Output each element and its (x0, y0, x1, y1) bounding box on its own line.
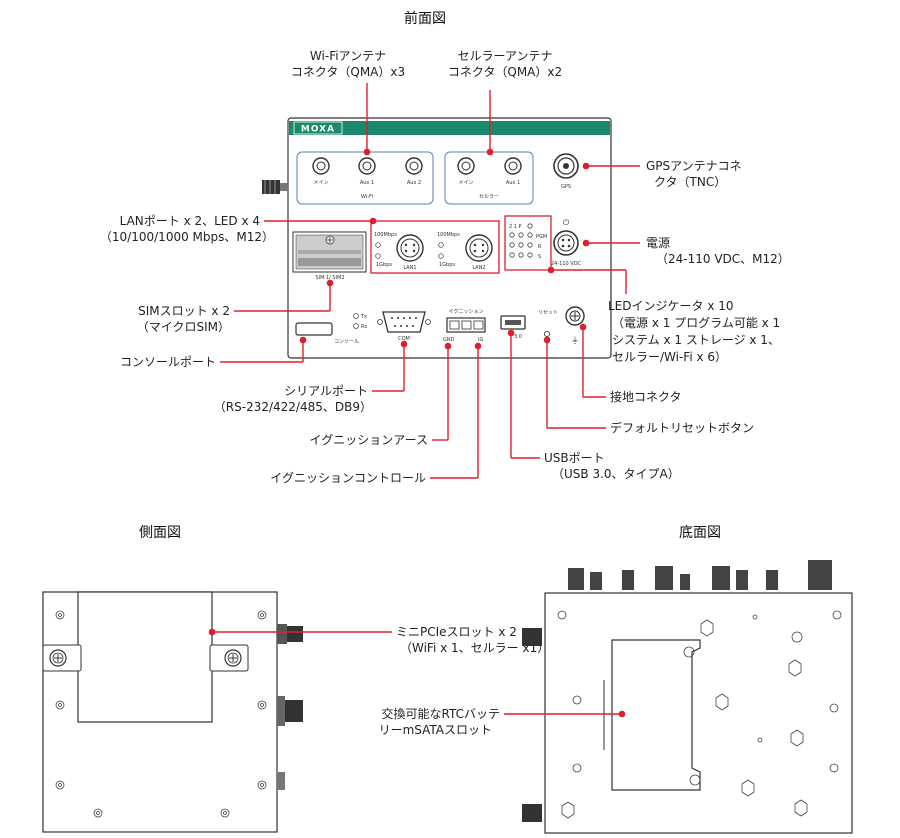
cell-antenna-label-2: コネクタ（QMA）x2 (448, 65, 562, 79)
ground-screw (565, 306, 585, 326)
mpcie-label-1: ミニPCIeスロット x 2 (396, 625, 517, 639)
usb-label-2: （USB 3.0、タイプA） (552, 467, 680, 481)
lan-label-2: （10/100/1000 Mbps、M12） (100, 230, 274, 244)
gnd-panel-label: GND (443, 337, 455, 343)
lan-port-highlight (370, 220, 500, 274)
console-port (295, 322, 333, 336)
tx-label: Tx (360, 314, 367, 320)
console-panel-label: コンソール (334, 339, 359, 345)
rtc-label-2: リーmSATAスロット (379, 723, 492, 737)
cell-antenna-label-1: セルラーアンテナ (457, 49, 552, 63)
moxa-brand-strip (289, 121, 610, 135)
led-label-2: （電源 x 1 プログラム可能 x 1 (612, 316, 780, 330)
rx-label: Rx (361, 324, 367, 330)
cell-main-connector (457, 157, 475, 175)
front-leaders (220, 83, 640, 479)
side-cover-plate (77, 591, 213, 723)
front-labels: Wi-Fiアンテナ コネクタ（QMA）x3 セルラーアンテナ コネクタ（QMA）… (100, 49, 790, 485)
wifi-aux1-connector (358, 157, 376, 175)
wifi-aux2-label: Aux 2 (407, 180, 421, 186)
vdc-panel-label: 24-110 VDC (551, 261, 582, 267)
usb-port (500, 315, 526, 330)
side-leaders (208, 628, 392, 636)
power-symbol: ⏻ (563, 218, 570, 227)
led-r-label: R (538, 244, 542, 250)
lan1-label: LAN1 (403, 265, 416, 271)
wifi-group-label: Wi-Fi (361, 194, 373, 200)
led-label-1: LEDインジケータ x 10 (608, 299, 734, 313)
lan2-mbps-label: 100Mbps (437, 232, 460, 238)
console-label: コンソールポート (120, 355, 216, 369)
lan1-gbps-label: 1Gbps (376, 262, 392, 268)
led-label-3: システム x 1 ストレージ x 1、 (612, 333, 780, 347)
side-connector-left (262, 180, 288, 194)
com-panel-label: COM (398, 336, 410, 342)
ground-symbol: ⏚ (571, 336, 579, 345)
side-screw-right (224, 649, 242, 667)
side-screw-left (49, 649, 67, 667)
serial-label-2: （RS-232/422/485、DB9） (214, 400, 372, 414)
front-view-title: 前面図 (404, 10, 446, 27)
led-row1-label: 2 1 P (509, 224, 522, 230)
wifi-main-connector (312, 157, 330, 175)
sim-panel-label: SIM 1/ SIM2 (315, 275, 344, 281)
led-indicator-highlight (504, 215, 552, 271)
bottom-top-connectors (568, 560, 832, 590)
reset-panel-label: リセット (538, 310, 558, 316)
led-s-label: S (538, 254, 541, 260)
ground-label: 接地コネクタ (610, 389, 682, 404)
sim-slot-cover (292, 231, 367, 273)
gps-panel-label: GPS (561, 184, 571, 190)
moxa-logo: MOXA (301, 125, 335, 135)
gps-connector (553, 153, 579, 179)
power-label-1: 電源 (646, 236, 670, 250)
cell-aux1-label: Aux 1 (506, 180, 520, 186)
rtc-label-1: 交換可能なRTCバッテ (382, 706, 500, 721)
gps-label-2: クタ（TNC） (654, 175, 726, 189)
ign-control-label: イグニッションコントロール (270, 471, 426, 485)
wifi-aux2-connector (405, 157, 423, 175)
front-device: MOXA メイン Aux 1 Aux 2 Wi-Fi (262, 117, 612, 359)
wifi-main-label: メイン (313, 180, 328, 186)
ignition-terminal (446, 317, 486, 333)
lan-label-1: LANポート x 2、LED x 4 (120, 214, 260, 228)
led-dot-grid (509, 223, 533, 258)
led-label-4: セルラー/Wi-Fi x 6） (612, 350, 727, 364)
ign-ground-label: イグニッションアース (310, 433, 428, 447)
gps-label-1: GPSアンテナコネ (646, 159, 742, 173)
side-connectors-right (277, 624, 303, 790)
power-connector (553, 230, 579, 256)
wifi-antenna-label-2: コネクタ（QMA）x3 (291, 65, 405, 79)
usb-panel-label: 3.0 (514, 334, 522, 340)
usb-label-1: USBポート (544, 451, 605, 465)
wifi-aux1-label: Aux 1 (360, 180, 374, 186)
power-label-2: （24-110 VDC、M12） (656, 252, 790, 266)
ig-panel-label: IG (478, 337, 483, 343)
cell-group-label: セルラー (479, 194, 499, 200)
lan1-mbps-label: 100Mbps (374, 232, 397, 238)
lan2-gbps-label: 1Gbps (439, 262, 455, 268)
side-device (42, 591, 303, 833)
sim-label-1: SIMスロット x 2 (138, 304, 230, 318)
cell-aux1-connector (504, 157, 522, 175)
cell-main-label: メイン (458, 180, 473, 186)
mpcie-label-2: （WiFi x 1、セルラー x1） (400, 641, 549, 655)
serial-label-1: シリアルポート (284, 384, 368, 398)
wifi-antenna-label-1: Wi-Fiアンテナ (310, 49, 386, 63)
ignition-panel-label: イグニッション (449, 308, 484, 315)
reset-label: デフォルトリセットボタン (610, 420, 754, 435)
lan2-port (465, 234, 493, 262)
sim-label-2: （マイクロSIM） (137, 320, 230, 334)
reset-button (544, 330, 551, 337)
bottom-leaders (504, 710, 626, 718)
side-view-title: 側面図 (139, 525, 181, 541)
lan2-label: LAN2 (472, 265, 485, 271)
bottom-device (522, 560, 853, 834)
bottom-view-title: 底面図 (679, 525, 721, 541)
serial-db9-port (377, 311, 431, 333)
led-pgm-label: PGM (536, 234, 547, 240)
lan1-port (396, 234, 424, 262)
rtc-battery-cover (611, 639, 701, 791)
